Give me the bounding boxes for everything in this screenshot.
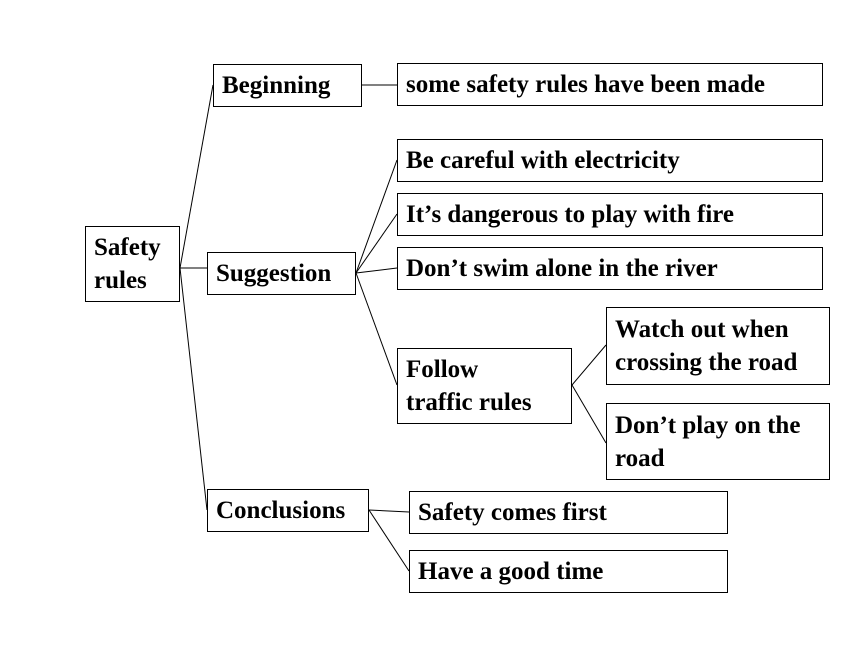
conclusions-node: Conclusions: [207, 489, 369, 532]
beginning-node: Beginning: [213, 64, 362, 107]
link-traffic-item-0: [571, 344, 607, 386]
suggestion-item-electricity: Be careful with electricity: [397, 139, 823, 182]
suggestion-item-river: Don’t swim alone in the river: [397, 247, 823, 290]
link-suggestion-traffic: [355, 272, 398, 386]
link-suggestion-item-2: [355, 267, 398, 274]
traffic-rules-node: Follow traffic rules: [397, 348, 572, 424]
suggestion-item-fire: It’s dangerous to play with fire: [397, 193, 823, 236]
link-conclusions-item-0: [368, 509, 410, 513]
beginning-detail-node: some safety rules have been made: [397, 63, 823, 106]
link-root-conclusions: [179, 267, 208, 511]
traffic-item-crossing: Watch out when crossing the road: [606, 307, 830, 385]
suggestion-node: Suggestion: [207, 252, 356, 295]
link-conclusions-item-1: [368, 509, 410, 572]
link-suggestion-item-1: [355, 213, 398, 274]
link-root-beginning: [179, 84, 214, 269]
conclusions-item-safety: Safety comes first: [409, 491, 728, 534]
link-traffic-item-1: [571, 384, 607, 444]
link-suggestion-item-0: [355, 159, 398, 274]
root-node: Safety rules: [85, 226, 180, 302]
conclusions-item-good-time: Have a good time: [409, 550, 728, 593]
traffic-item-play-road: Don’t play on the road: [606, 403, 830, 480]
